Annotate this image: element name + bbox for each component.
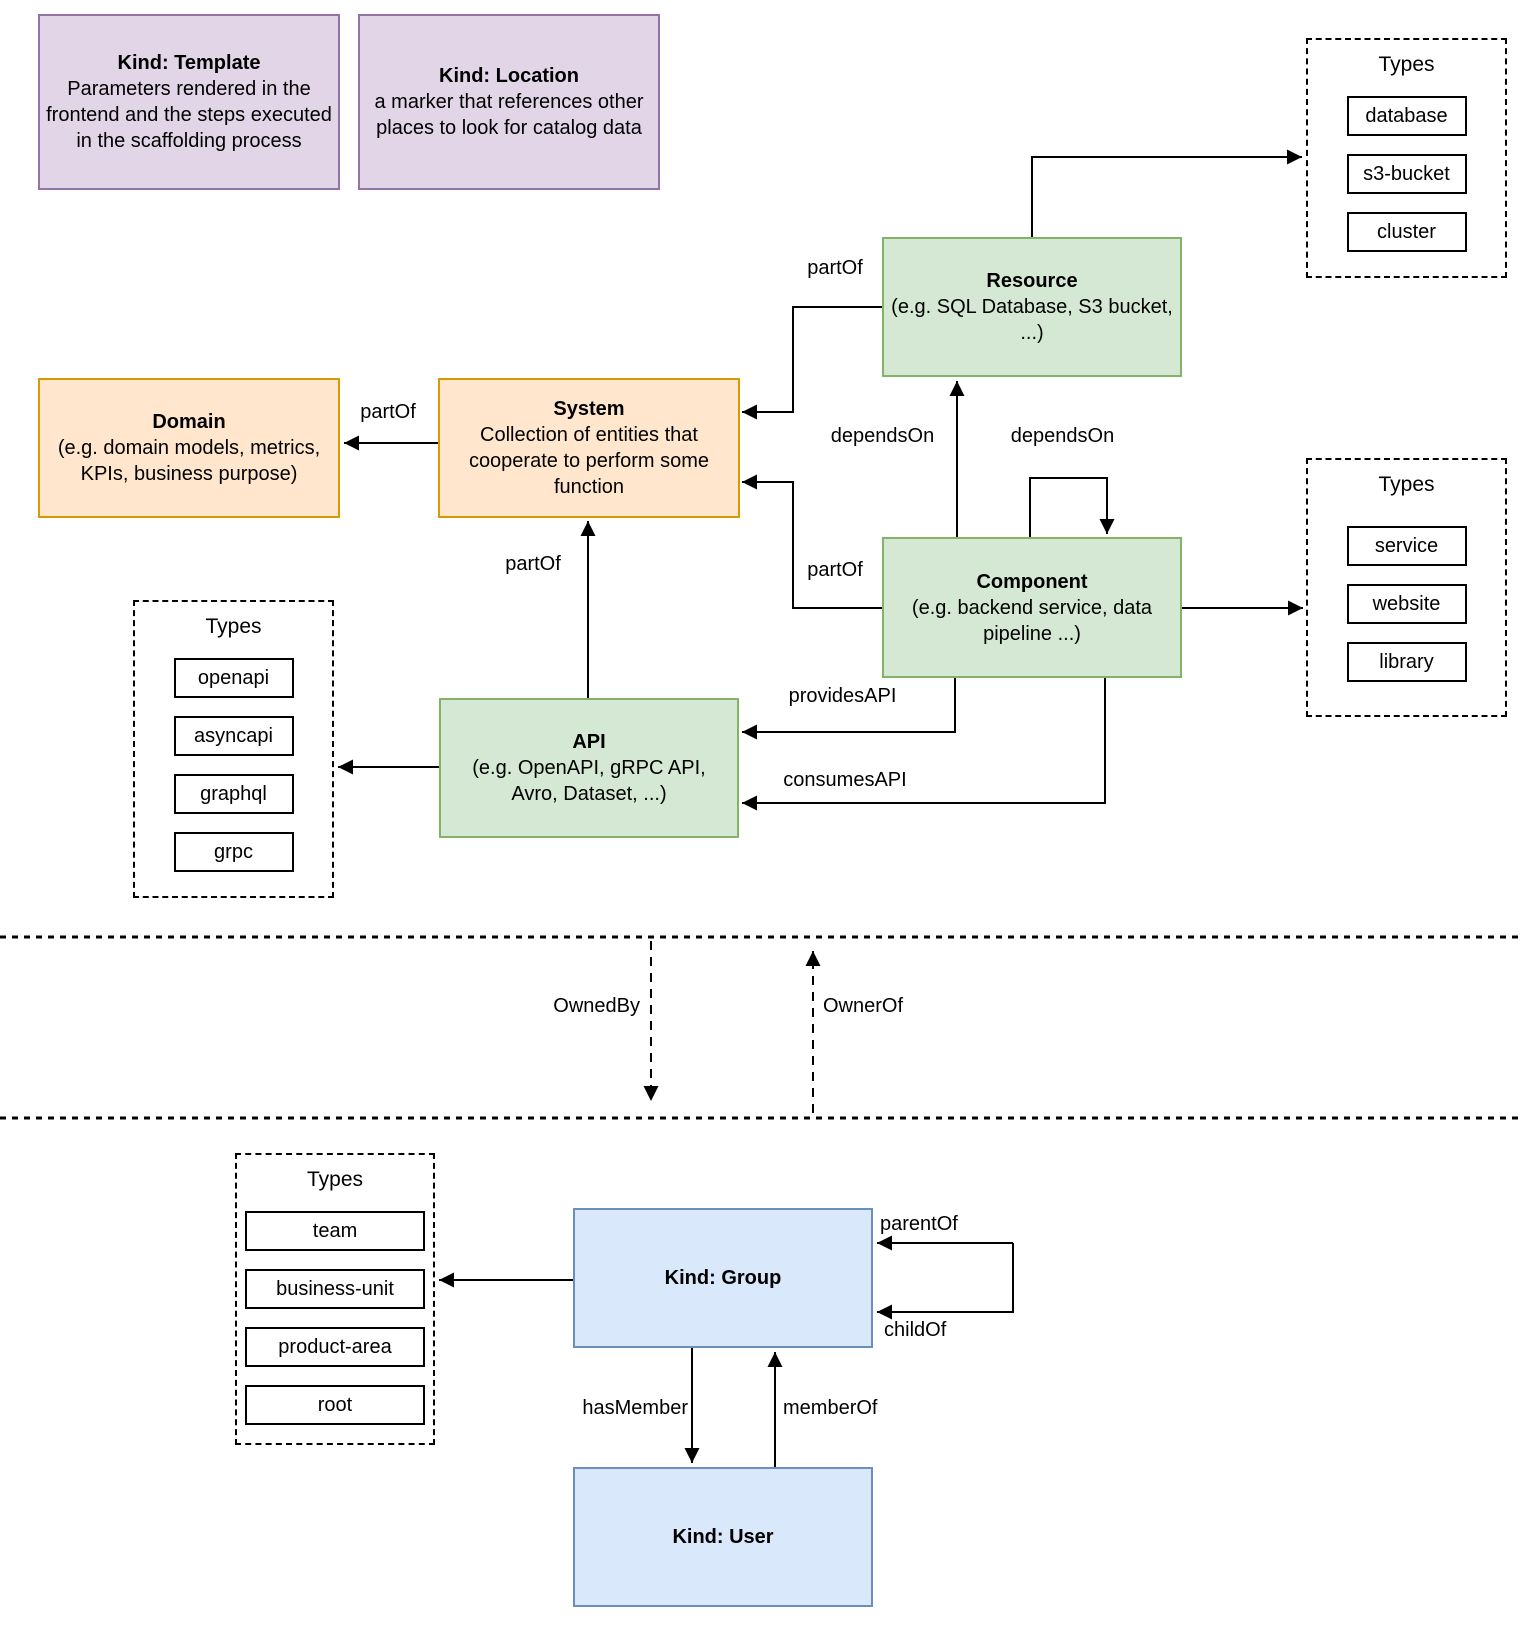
panel-group-types: Types team business-unit product-area ro…	[235, 1153, 435, 1445]
type-item-cluster: cluster	[1346, 212, 1467, 252]
panel-group-types-title: Types	[306, 1168, 364, 1191]
node-resource-desc: (e.g. SQL Database, S3 bucket, ...)	[891, 296, 1173, 344]
edge-label-parentof: parentOf	[880, 1213, 958, 1235]
type-item-database: database	[1346, 96, 1467, 136]
node-kind-user: Kind: User	[573, 1467, 873, 1607]
node-component-title: Component	[976, 570, 1088, 593]
edge-label-api-partof: partOf	[505, 553, 561, 575]
node-component: Component (e.g. backend service, data pi…	[882, 537, 1182, 678]
edge-label-dependson-resource: dependsOn	[830, 425, 935, 447]
type-item-s3-bucket: s3-bucket	[1346, 154, 1467, 194]
panel-resource-types-title: Types	[1378, 53, 1435, 76]
edge-resource-partof-system	[742, 306, 882, 420]
edge-resource-to-resource-types	[1031, 149, 1302, 237]
edge-label-ownedby: OwnedBy	[553, 995, 640, 1017]
node-domain: Domain (e.g. domain models, metrics, KPI…	[38, 378, 340, 518]
type-item-openapi: openapi	[173, 658, 294, 698]
type-item-service: service	[1346, 526, 1467, 566]
edge-component-partof-system	[742, 474, 882, 609]
node-system-title: System	[553, 398, 625, 420]
panel-resource-types: Types database s3-bucket cluster	[1306, 38, 1507, 278]
node-kind-user-title: Kind: User	[672, 1526, 774, 1548]
node-kind-group-title: Kind: Group	[664, 1267, 782, 1289]
edge-label-system-partof: partOf	[360, 401, 416, 423]
panel-api-types-title: Types	[205, 615, 262, 638]
edge-label-childof: childOf	[884, 1319, 947, 1341]
type-item-root: root	[245, 1385, 425, 1425]
edge-label-component-partof: partOf	[807, 559, 863, 581]
panel-api-types: Types openapi asyncapi graphql grpc	[133, 600, 334, 898]
node-domain-desc: (e.g. domain models, metrics, KPIs, busi…	[57, 437, 321, 485]
edge-component-dependson-self	[1029, 477, 1115, 537]
edge-label-consumesapi: consumesAPI	[783, 769, 907, 791]
type-item-website: website	[1346, 584, 1467, 624]
node-api-title: API	[572, 731, 606, 753]
type-item-grpc: grpc	[173, 832, 294, 872]
panel-component-types: Types service website library	[1306, 458, 1507, 717]
node-kind-group: Kind: Group	[573, 1208, 873, 1348]
type-item-team: team	[245, 1211, 425, 1251]
edge-component-consumesapi-api	[742, 678, 1106, 811]
node-kind-template: Kind: Template Parameters rendered in th…	[38, 14, 340, 190]
edge-component-providesapi-api	[742, 678, 956, 740]
edge-label-ownerof: OwnerOf	[823, 995, 904, 1017]
node-kind-location-title: Kind: Location	[439, 65, 579, 87]
node-kind-location-desc: a marker that references other places to…	[374, 91, 644, 139]
edge-label-dependson-self: dependsOn	[1010, 425, 1115, 447]
node-kind-template-desc: Parameters rendered in the frontend and …	[46, 78, 332, 152]
node-api-desc: (e.g. OpenAPI, gRPC API, Avro, Dataset, …	[472, 757, 706, 805]
edge-group-childof	[877, 1243, 1014, 1320]
type-item-library: library	[1346, 642, 1467, 682]
edge-label-hasmember: hasMember	[582, 1397, 688, 1419]
node-resource-title: Resource	[986, 270, 1078, 292]
edge-label-providesapi: providesAPI	[788, 685, 897, 707]
type-item-asyncapi: asyncapi	[173, 716, 294, 756]
edge-label-resource-partof: partOf	[807, 257, 863, 279]
edge-label-memberof: memberOf	[783, 1397, 878, 1419]
type-item-graphql: graphql	[173, 774, 294, 814]
type-item-business-unit: business-unit	[245, 1269, 425, 1309]
node-component-desc: (e.g. backend service, data pipeline ...…	[911, 596, 1153, 645]
node-kind-template-title: Kind: Template	[117, 52, 261, 74]
node-system-desc: Collection of entities that cooperate to…	[468, 424, 710, 498]
panel-component-types-title: Types	[1378, 473, 1435, 496]
node-resource: Resource (e.g. SQL Database, S3 bucket, …	[882, 237, 1182, 377]
node-api: API (e.g. OpenAPI, gRPC API, Avro, Datas…	[439, 698, 739, 838]
node-domain-title: Domain	[152, 411, 226, 433]
node-system: System Collection of entities that coope…	[438, 378, 740, 518]
node-kind-location: Kind: Location a marker that references …	[358, 14, 660, 190]
type-item-product-area: product-area	[245, 1327, 425, 1367]
